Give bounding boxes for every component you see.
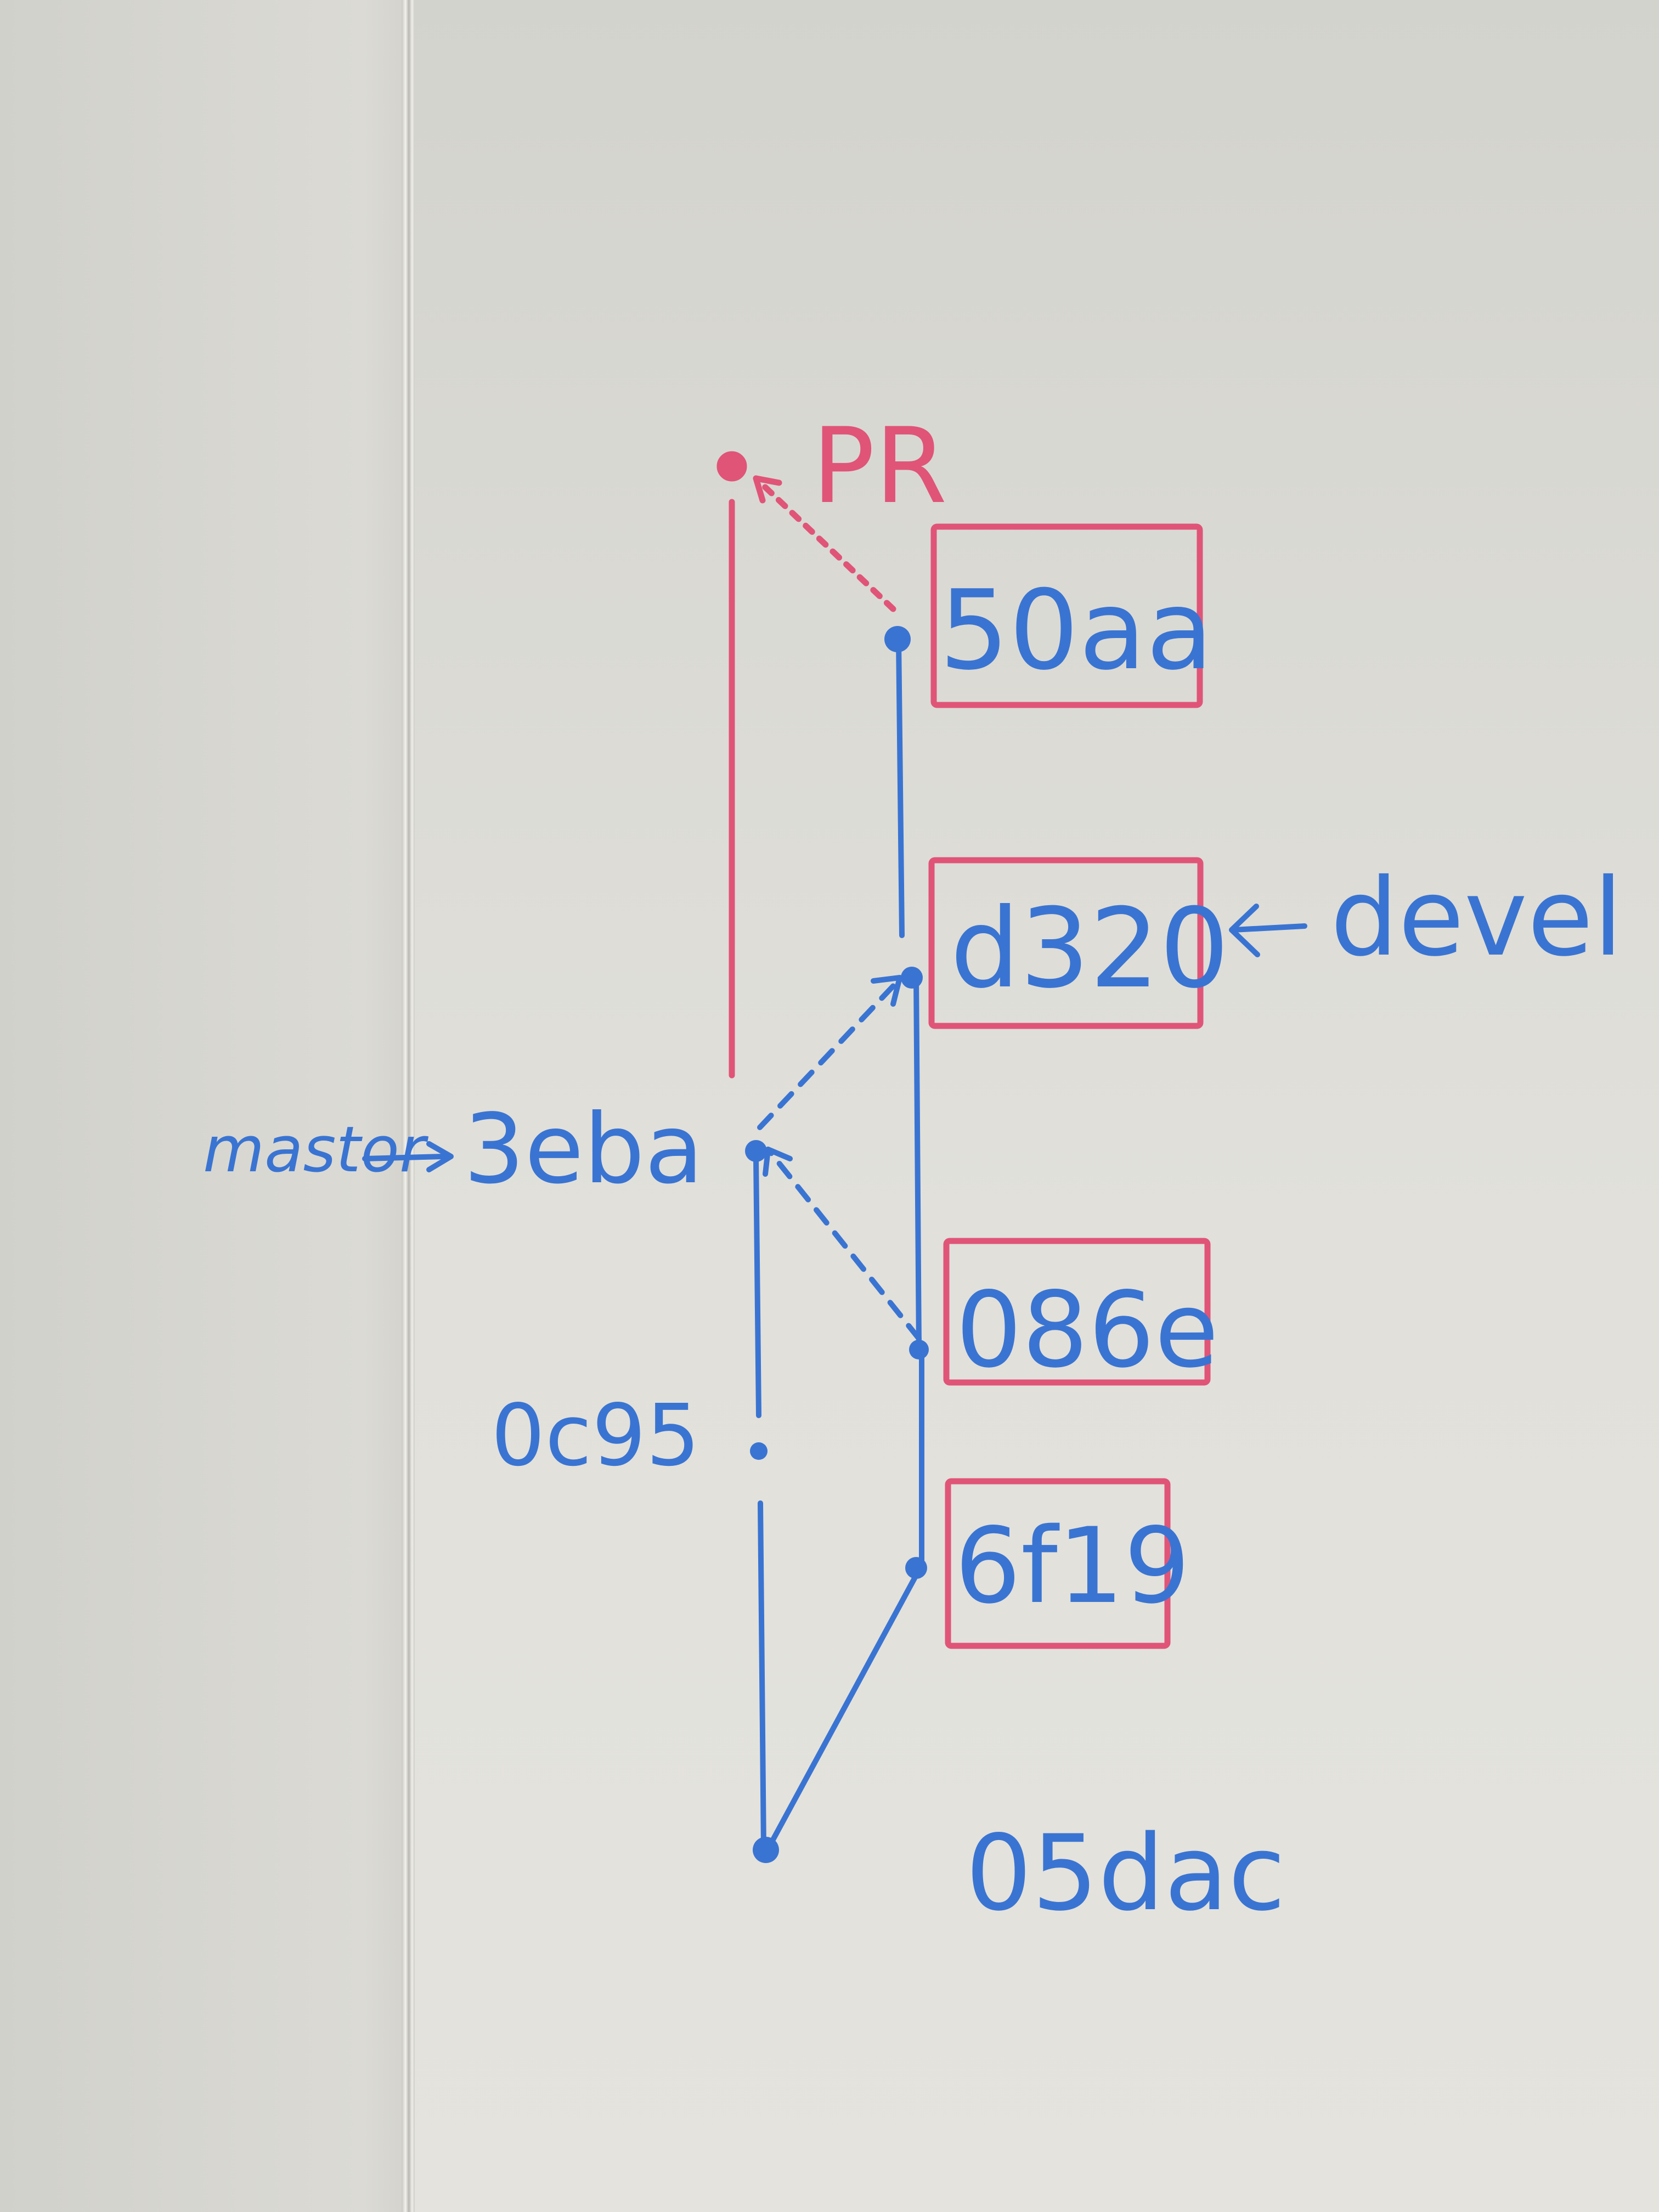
box-6f19 bbox=[945, 1478, 1171, 1649]
devel-pointer-line bbox=[1231, 923, 1307, 933]
commit-label-086e: 086e bbox=[956, 1269, 1219, 1391]
node-3eba bbox=[745, 1140, 767, 1162]
pr-annotation bbox=[716, 451, 896, 1079]
devel-label: devel bbox=[1330, 855, 1623, 980]
devel-pointer-head bbox=[1229, 904, 1260, 957]
arrowhead-to-3eba bbox=[763, 1147, 793, 1177]
merge-arrows bbox=[757, 979, 922, 1341]
box-50aa bbox=[930, 523, 1203, 708]
arrowhead-to-d320 bbox=[871, 975, 902, 1007]
edge-d320-086e bbox=[913, 974, 922, 1352]
box-d320 bbox=[928, 857, 1204, 1029]
whiteboard-left-panel bbox=[0, 0, 405, 2212]
node-50aa bbox=[884, 626, 911, 652]
commit-nodes bbox=[745, 626, 929, 1863]
box-086e bbox=[943, 1238, 1211, 1386]
node-086e bbox=[909, 1340, 929, 1359]
master-label: mastor bbox=[203, 1113, 429, 1187]
edge-6f19-05dac bbox=[765, 1575, 918, 1852]
pr-node bbox=[716, 451, 747, 482]
commit-label-05dac: 05dac bbox=[966, 1813, 1285, 1934]
commit-label-3eba: 3eba bbox=[464, 1094, 703, 1205]
pr-arrowhead bbox=[753, 475, 782, 504]
pr-dotted-arrow bbox=[753, 475, 896, 612]
commit-label-50aa: 50aa bbox=[939, 567, 1214, 695]
node-05dac bbox=[753, 1837, 779, 1863]
panel-seam bbox=[402, 0, 415, 2212]
master-branch bbox=[753, 1155, 766, 1852]
dashed-086e-to-3eba bbox=[765, 1147, 922, 1341]
edge-0c95-05dac bbox=[758, 1500, 766, 1852]
pr-label: PR bbox=[812, 405, 947, 527]
edge-3eba-0c95 bbox=[753, 1155, 761, 1418]
devel-branch bbox=[765, 636, 924, 1852]
commit-label-6f19: 6f19 bbox=[955, 1505, 1190, 1627]
master-pointer-line bbox=[362, 1154, 446, 1161]
edge-50aa-d320 bbox=[896, 636, 905, 938]
node-0c95 bbox=[750, 1442, 768, 1460]
node-d320 bbox=[901, 967, 923, 989]
master-pointer-head bbox=[426, 1141, 454, 1172]
commit-label-d320: d320 bbox=[950, 885, 1229, 1013]
node-6f19 bbox=[905, 1557, 927, 1579]
commit-label-0c95: 0c95 bbox=[491, 1386, 700, 1485]
commit-boxes bbox=[928, 523, 1211, 1649]
dashed-3eba-to-d320 bbox=[757, 979, 900, 1130]
